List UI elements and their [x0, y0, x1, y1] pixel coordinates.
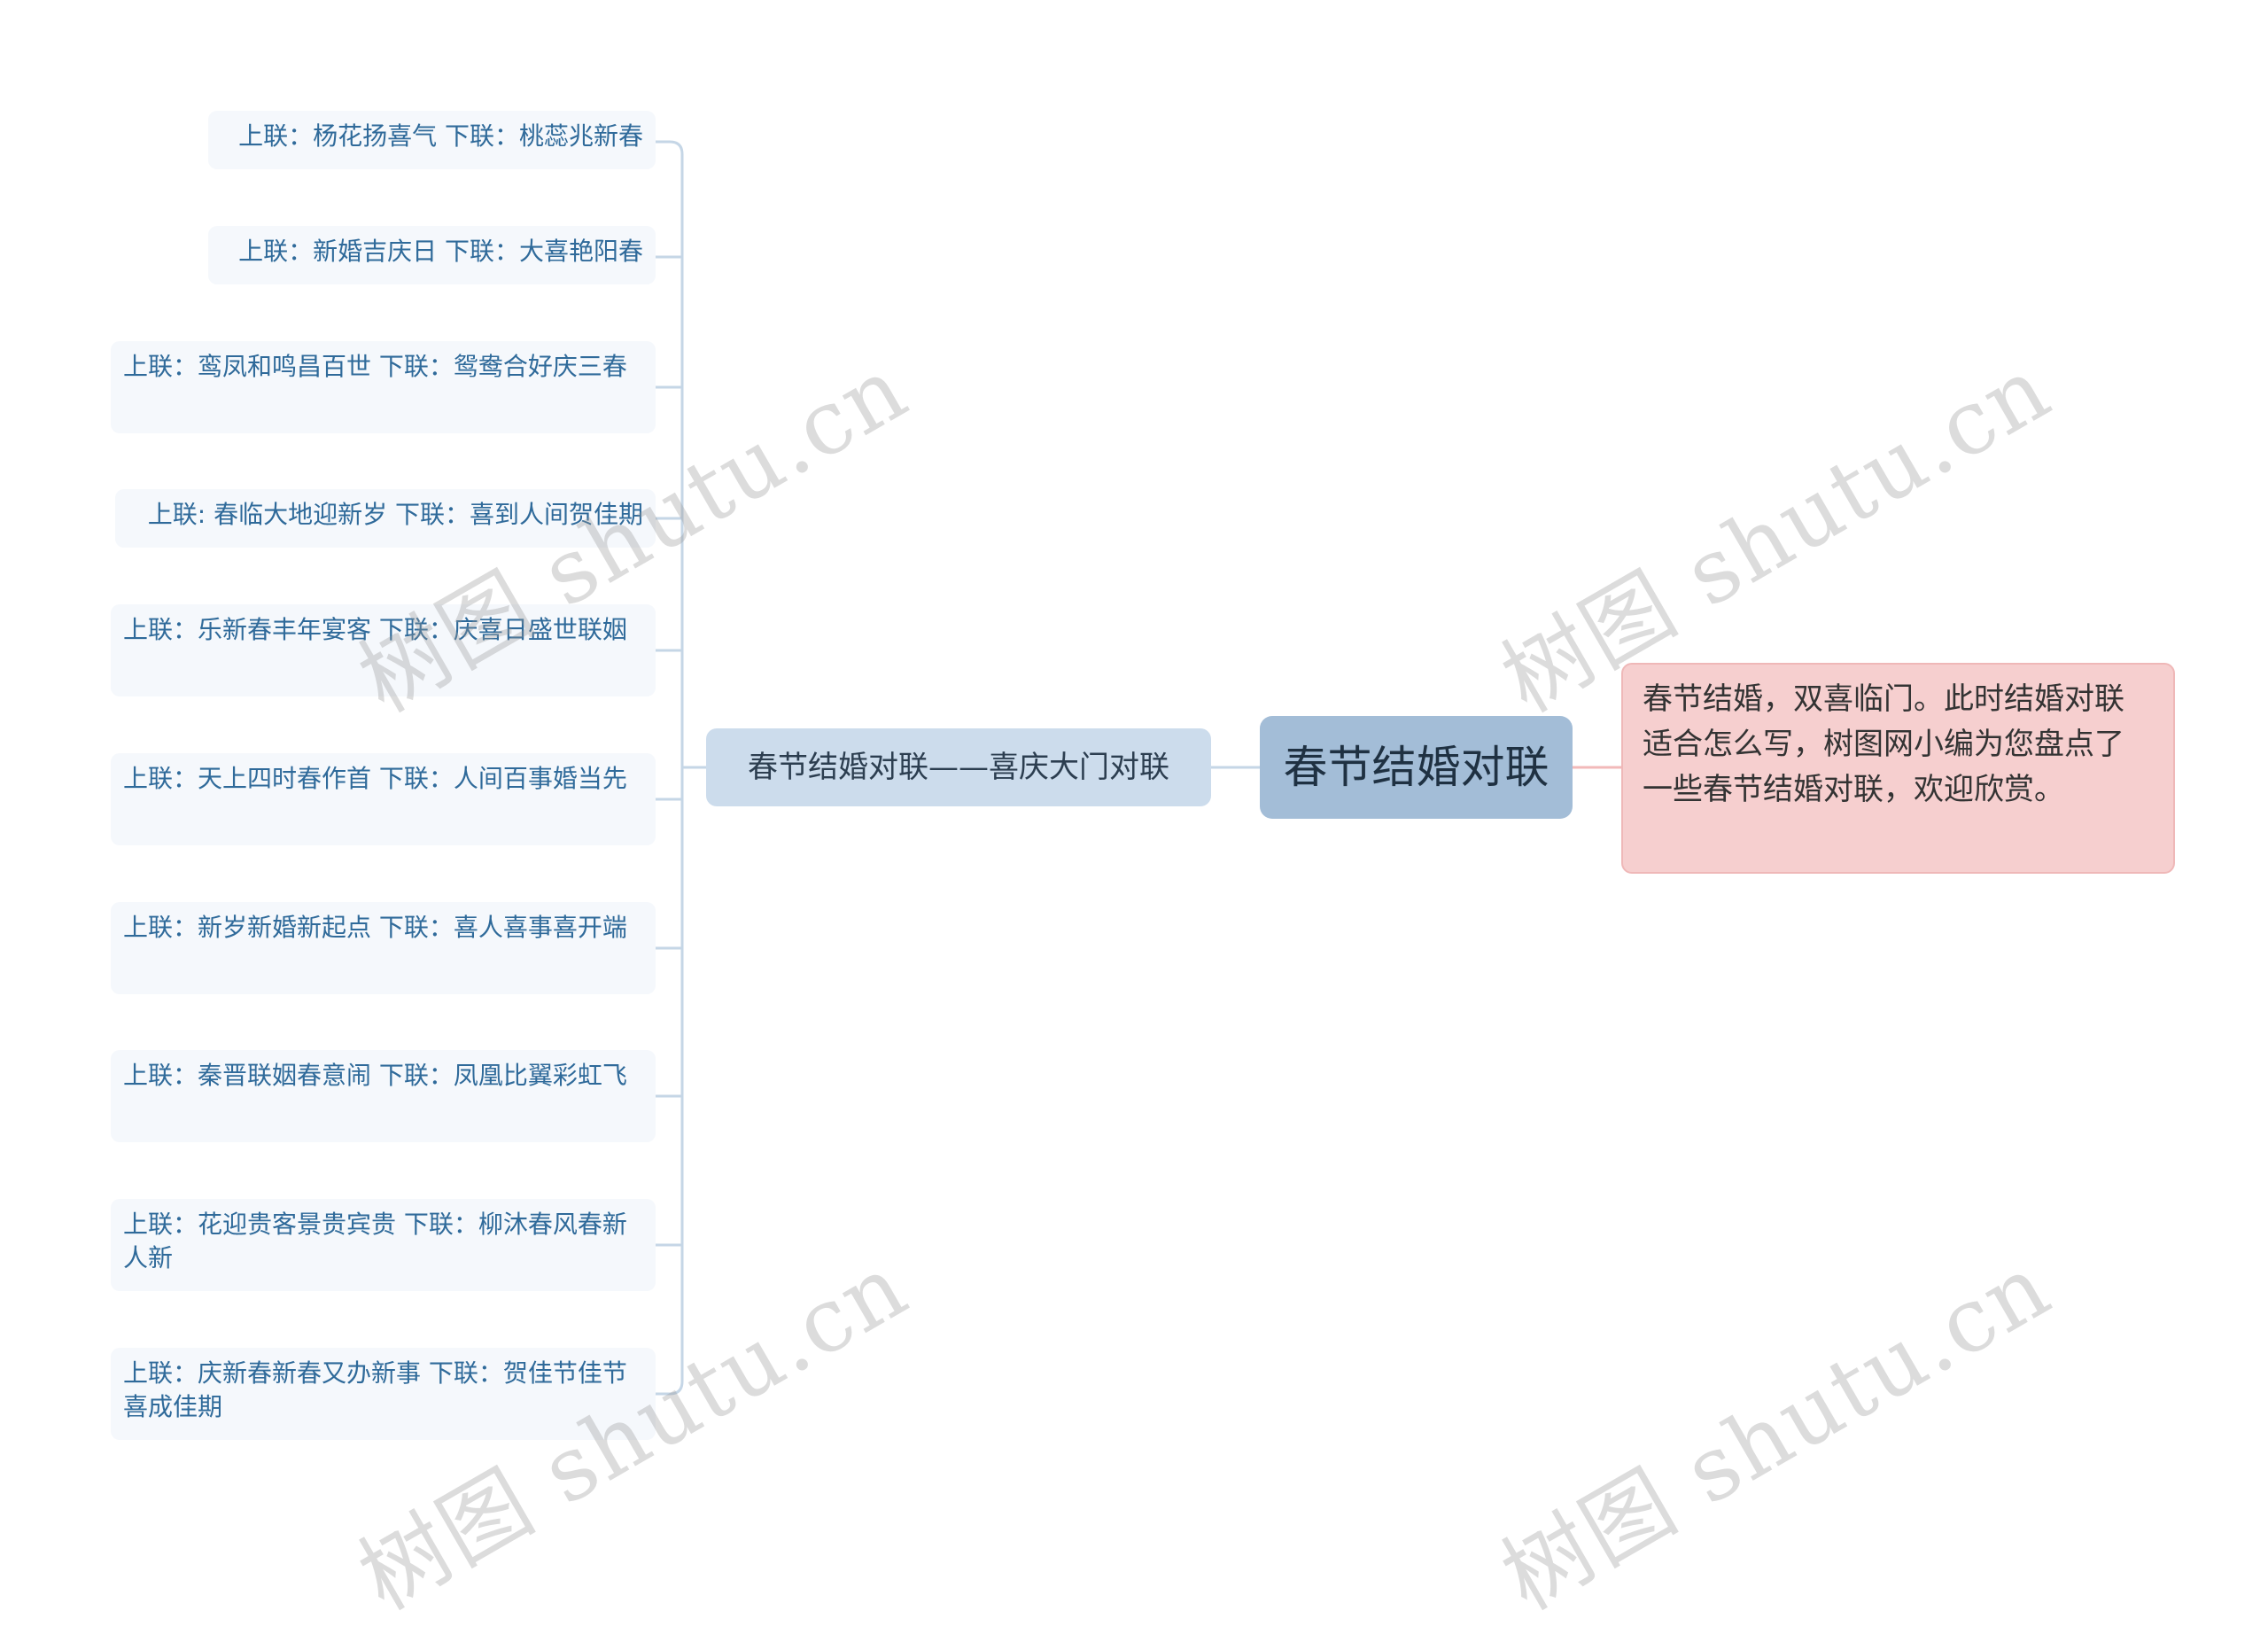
- leaf-node[interactable]: 上联：杨花扬喜气 下联：桃蕊兆新春: [208, 111, 656, 169]
- note-text: 春节结婚，双喜临门。此时结婚对联适合怎么写，树图网小编为您盘点了一些春节结婚对联…: [1643, 681, 2124, 807]
- leaf-node[interactable]: 上联：秦晋联姻春意闹 下联：凤凰比翼彩虹飞: [111, 1050, 656, 1142]
- leaf-node[interactable]: 上联：乐新春丰年宴客 下联：庆喜日盛世联姻: [111, 604, 656, 696]
- leaf-node[interactable]: 上联：庆新春新春又办新事 下联：贺佳节佳节喜成佳期: [111, 1348, 656, 1440]
- leaf-node[interactable]: 上联：天上四时春作首 下联：人间百事婚当先: [111, 753, 656, 845]
- leaf-label: 上联：天上四时春作首 下联：人间百事婚当先: [123, 764, 627, 793]
- leaf-label: 上联：新婚吉庆日 下联：大喜艳阳春: [238, 237, 643, 266]
- root-node[interactable]: 春节结婚对联: [1260, 716, 1573, 819]
- connector-lines: [656, 140, 1621, 1396]
- branch-node[interactable]: 春节结婚对联——喜庆大门对联: [706, 728, 1211, 806]
- leaf-node[interactable]: 上联：鸾凤和鸣昌百世 下联：鸳鸯合好庆三春: [111, 341, 656, 433]
- leaf-label: 上联：花迎贵客景贵宾贵 下联：柳沐春风春新人新: [123, 1210, 627, 1272]
- leaf-node[interactable]: 上联：新岁新婚新起点 下联：喜人喜事喜开端: [111, 902, 656, 994]
- note-node[interactable]: 春节结婚，双喜临门。此时结婚对联适合怎么写，树图网小编为您盘点了一些春节结婚对联…: [1621, 663, 2175, 874]
- leaf-label: 上联：乐新春丰年宴客 下联：庆喜日盛世联姻: [123, 615, 627, 644]
- leaf-label: 上联：杨花扬喜气 下联：桃蕊兆新春: [238, 121, 643, 151]
- leaf-label: 上联：秦晋联姻春意闹 下联：凤凰比翼彩虹飞: [123, 1061, 627, 1090]
- leaf-label: 上联：鸾凤和鸣昌百世 下联：鸳鸯合好庆三春: [123, 352, 627, 381]
- leaf-node[interactable]: 上联: 春临大地迎新岁 下联：喜到人间贺佳期: [115, 489, 656, 548]
- root-label: 春节结婚对联: [1283, 742, 1550, 793]
- mind-map-canvas: 上联：杨花扬喜气 下联：桃蕊兆新春 上联：新婚吉庆日 下联：大喜艳阳春 上联：鸾…: [111, 111, 2175, 1630]
- leaf-label: 上联: 春临大地迎新岁 下联：喜到人间贺佳期: [147, 500, 643, 529]
- connector-line: [656, 140, 684, 1396]
- leaf-label: 上联：新岁新婚新起点 下联：喜人喜事喜开端: [123, 913, 627, 942]
- leaf-node[interactable]: 上联：花迎贵客景贵宾贵 下联：柳沐春风春新人新: [111, 1199, 656, 1291]
- branch-label: 春节结婚对联——喜庆大门对联: [748, 750, 1169, 785]
- leaf-label: 上联：庆新春新春又办新事 下联：贺佳节佳节喜成佳期: [123, 1358, 627, 1421]
- leaf-node[interactable]: 上联：新婚吉庆日 下联：大喜艳阳春: [208, 226, 656, 284]
